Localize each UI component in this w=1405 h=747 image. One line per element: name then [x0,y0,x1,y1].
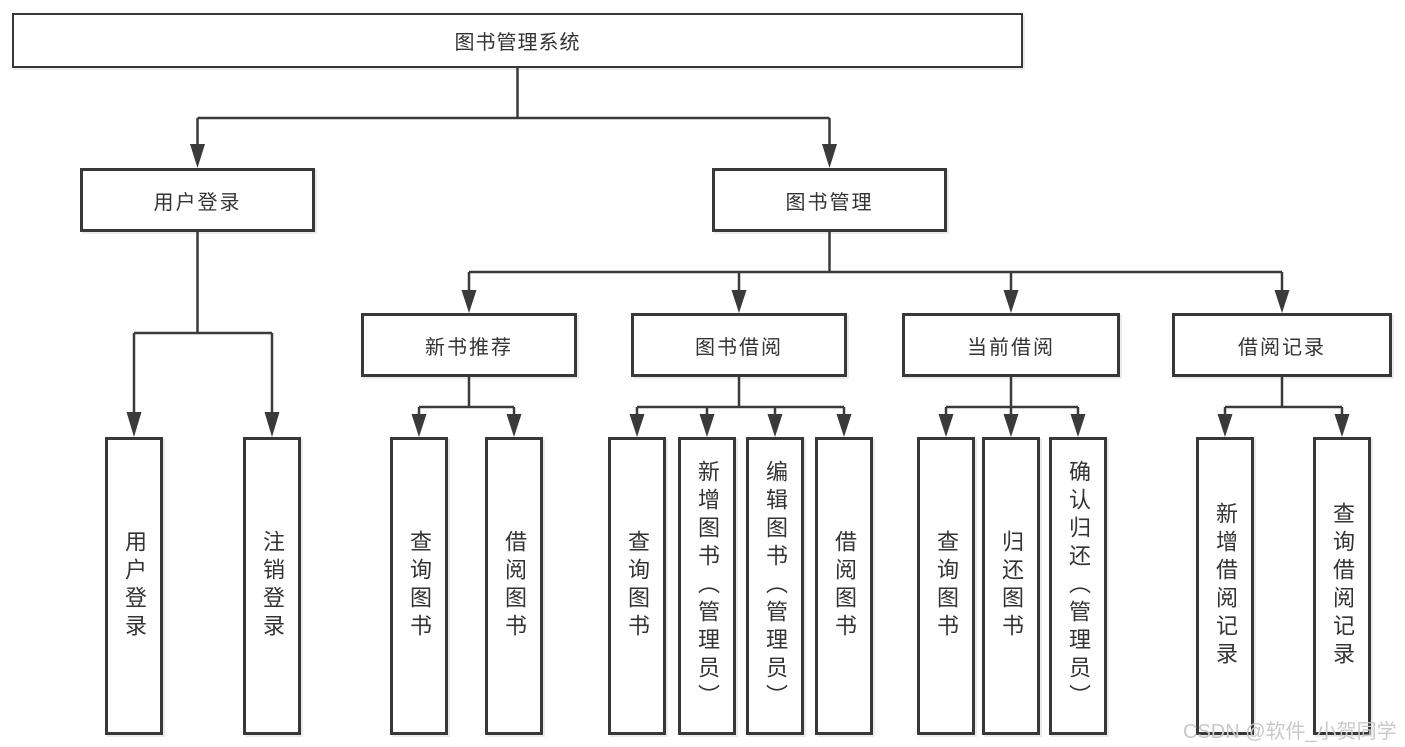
leaf-confirm-return-admin: 确认归还（管理员） [1049,437,1107,735]
node-label: 图书借阅 [695,336,783,359]
csdn-watermark: CSDN @软件_小贺同学 [1183,721,1397,743]
node-label: 查询图书 [625,530,650,642]
node-book-borrowing: 图书借阅 [631,313,847,377]
leaf-add-borrow-record: 新增借阅记录 [1196,437,1254,735]
connector-book-mgmt-to-level3 [461,232,1290,313]
node-label: 查询借阅记录 [1330,502,1355,670]
connector-borrow-records-to-leaves [1217,377,1350,437]
leaf-query-books-1: 查询图书 [390,437,448,735]
leaf-borrow-books-2: 借阅图书 [815,437,873,735]
connector-root-to-level2 [190,68,837,168]
node-label: 用户登录 [153,191,242,214]
node-label: 查询图书 [407,530,432,642]
node-label: 借阅记录 [1238,336,1326,359]
connector-new-books-to-leaves [411,377,522,437]
node-label: 新增图书（管理员） [695,460,720,712]
connector-user-login-to-leaves [126,232,280,437]
node-label: 图书管理 [785,191,874,214]
node-label: 编辑图书（管理员） [763,460,788,712]
node-new-book-recommend: 新书推荐 [361,313,577,377]
leaf-edit-books-admin: 编辑图书（管理员） [746,437,804,735]
leaf-return-books: 归还图书 [982,437,1040,735]
leaf-logout: 注销登录 [243,437,301,735]
node-user-login: 用户登录 [80,168,315,232]
node-label: 借阅图书 [502,530,527,642]
node-label: 新增借阅记录 [1213,502,1238,670]
node-book-management: 图书管理 [712,168,947,232]
connector-current-borrow-to-leaves [938,377,1086,437]
leaf-query-books-2: 查询图书 [608,437,666,735]
node-label: 查询图书 [934,530,959,642]
node-current-borrowing: 当前借阅 [902,313,1120,377]
node-label: 图书管理系统 [454,32,581,54]
leaf-add-books-admin: 新增图书（管理员） [678,437,736,735]
node-label: 当前借阅 [967,336,1055,359]
connector-book-borrow-to-leaves [629,377,852,437]
leaf-query-borrow-record: 查询借阅记录 [1313,437,1371,735]
node-label: 新书推荐 [425,336,513,359]
node-label: 借阅图书 [832,530,857,642]
node-label: 确认归还（管理员） [1066,460,1091,712]
node-label: 注销登录 [260,530,285,642]
node-borrowing-records: 借阅记录 [1172,313,1392,377]
node-root-system: 图书管理系统 [12,13,1023,68]
node-label: 归还图书 [999,530,1024,642]
leaf-query-books-3: 查询图书 [917,437,975,735]
leaf-user-login: 用户登录 [105,437,163,735]
node-label: 用户登录 [122,530,147,642]
leaf-borrow-books-1: 借阅图书 [485,437,543,735]
